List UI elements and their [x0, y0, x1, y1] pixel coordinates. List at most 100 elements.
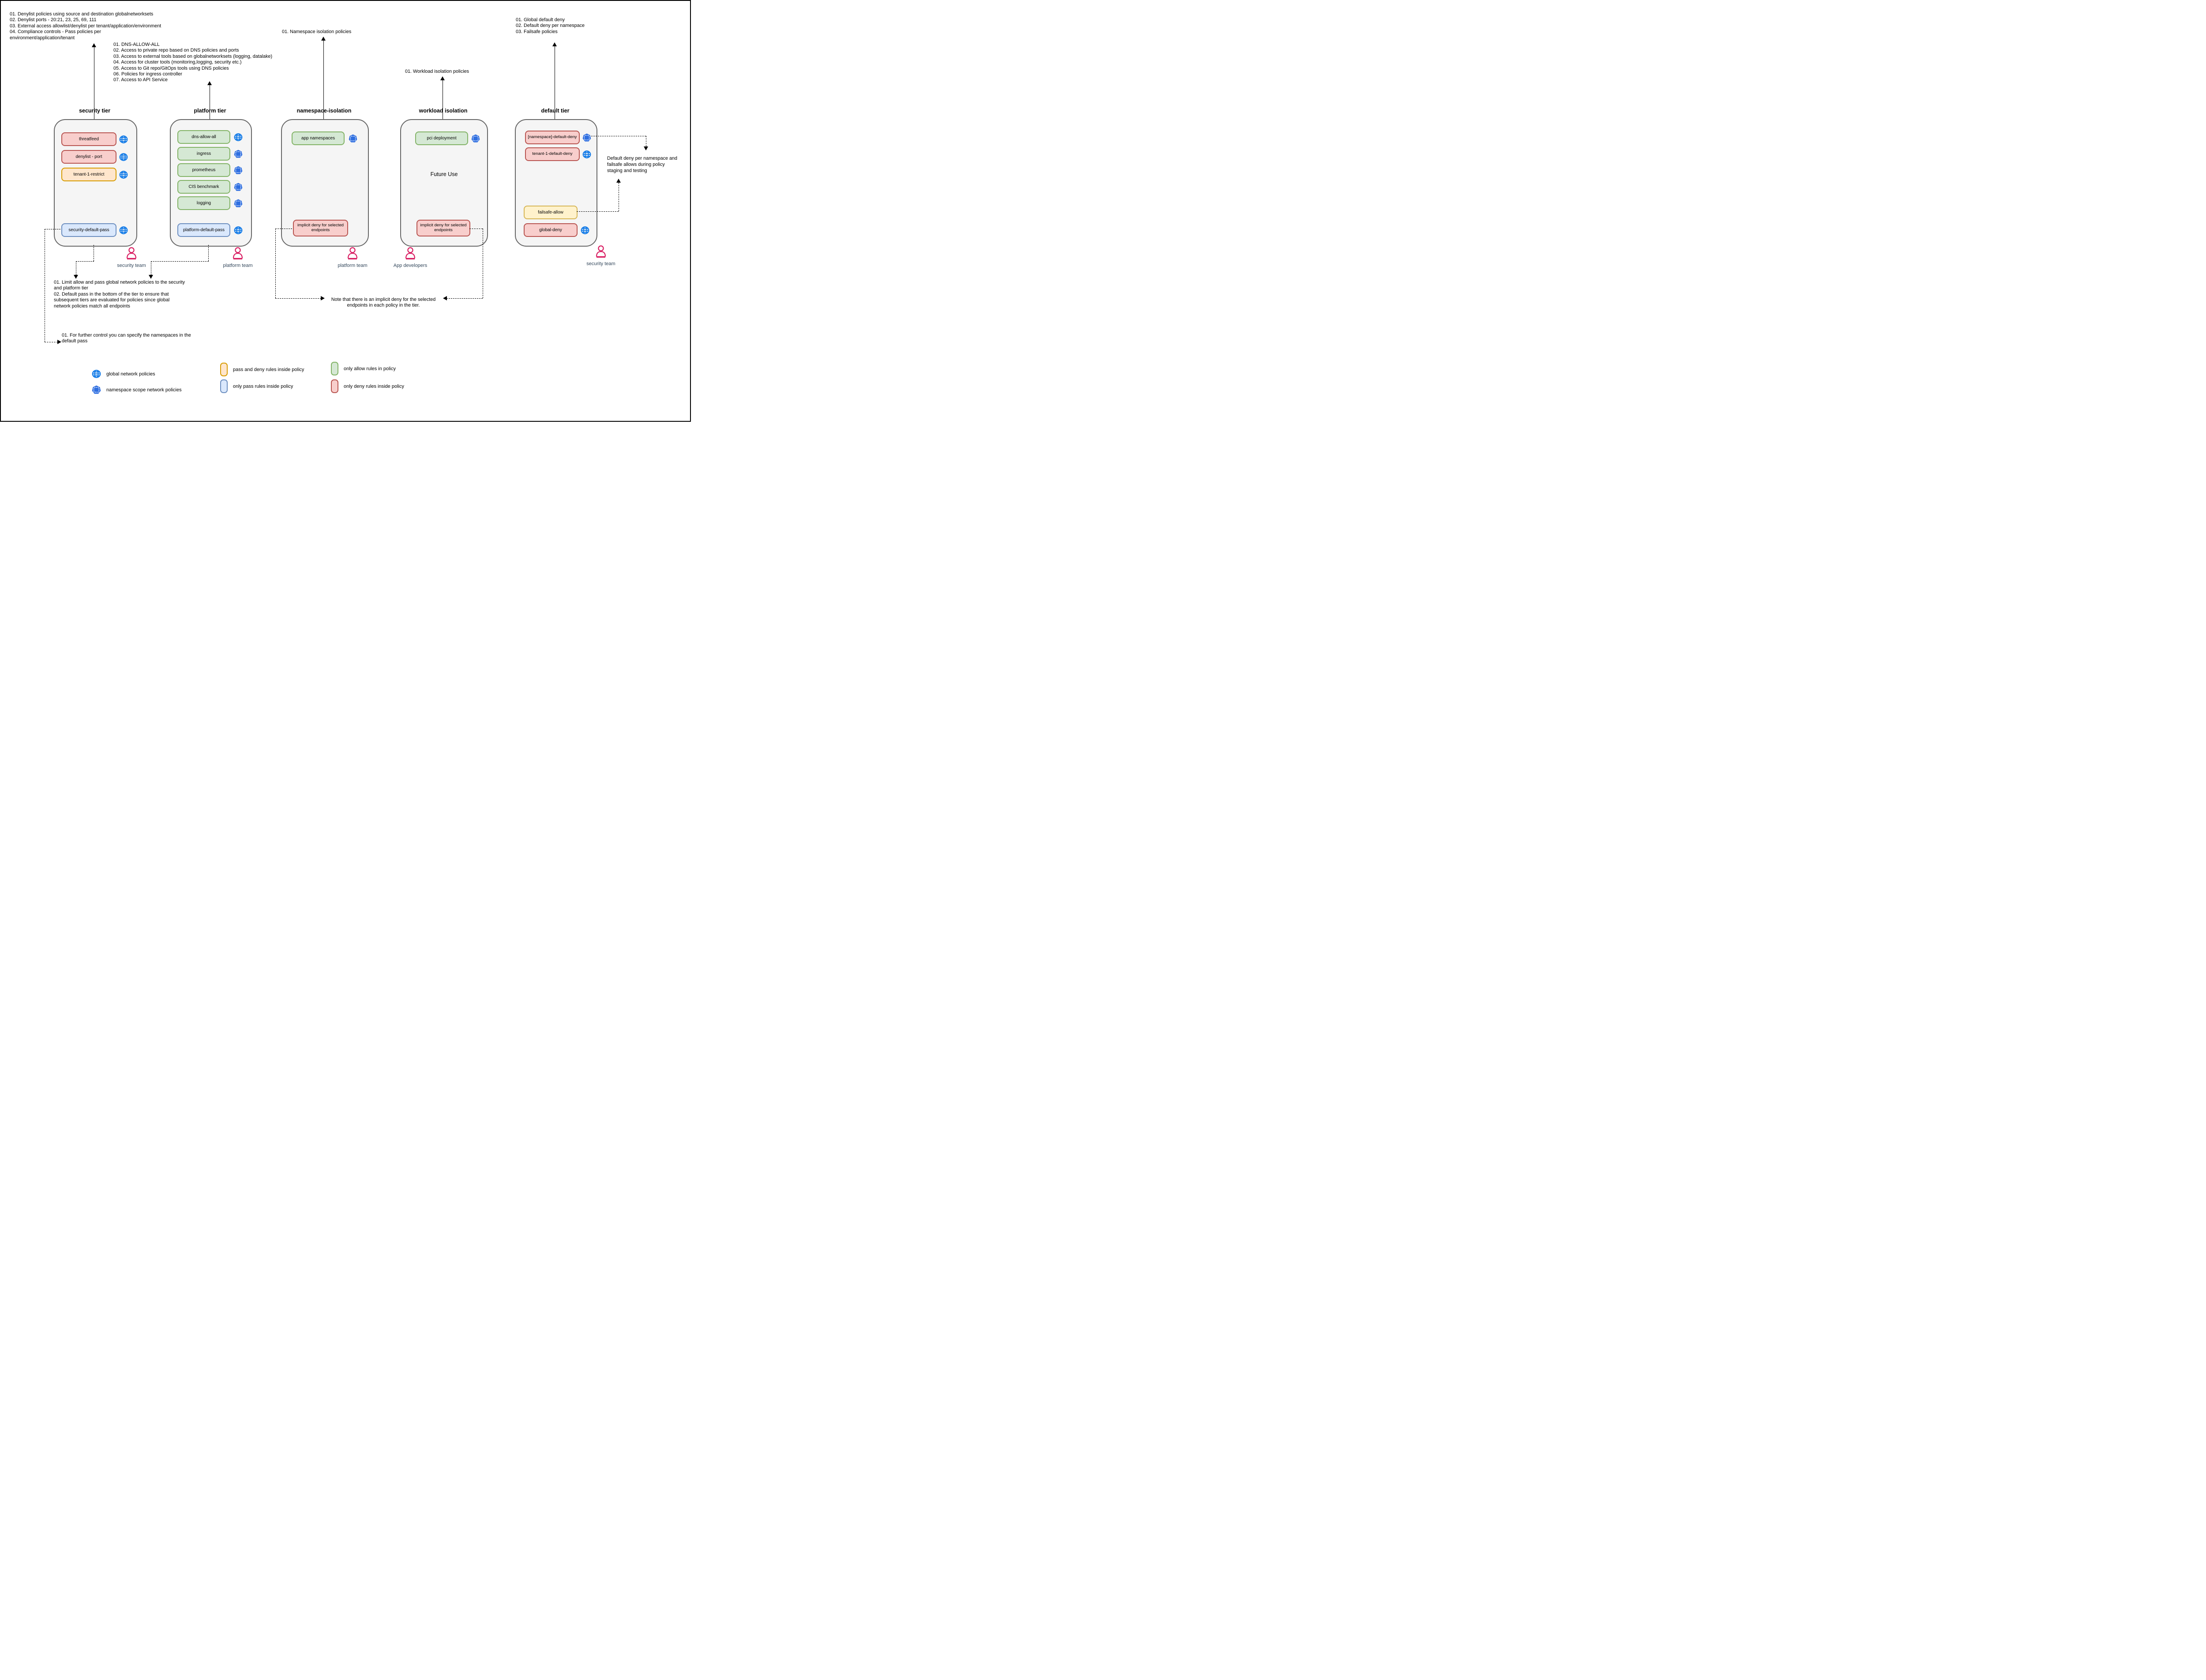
- global-policy-icon: [119, 171, 128, 179]
- namespace-policy-icon: [349, 134, 357, 143]
- policy-ingress: ingress: [177, 147, 230, 161]
- team-label: platform team: [223, 263, 253, 268]
- legend-only-pass: only pass rules inside policy: [220, 379, 293, 393]
- legend-only-deny: only deny rules inside policy: [331, 379, 404, 393]
- only-pass-swatch: [220, 379, 228, 393]
- policy-cis-benchmark: CIS benchmark: [177, 180, 230, 194]
- global-policy-icon: [119, 226, 128, 234]
- connector-security-limit: [76, 261, 94, 262]
- tier-title-default: default tier: [541, 108, 570, 114]
- connector-arrow: [443, 296, 447, 300]
- only-allow-swatch: [331, 362, 338, 375]
- pass-deny-swatch: [220, 363, 228, 376]
- diagram-canvas: 01. Denylist policies using source and d…: [0, 0, 691, 422]
- global-policy-icon: [119, 135, 128, 143]
- legend-only-allow: only allow rules in policy: [331, 362, 396, 375]
- policy-implicit-deny-workload: implicit deny for selected endpoints: [416, 220, 470, 236]
- only-deny-swatch: [331, 379, 338, 393]
- policy-security-default-pass: security-default-pass: [61, 223, 116, 237]
- legend-label: pass and deny rules inside policy: [233, 367, 304, 372]
- legend-label: namespace scope network policies: [106, 387, 182, 393]
- tier-default: [namespace]-default-deny tenant-1-defaul…: [515, 119, 597, 247]
- global-policy-icon: [234, 133, 243, 141]
- policy-platform-default-pass: platform-default-pass: [177, 223, 230, 237]
- tier-platform: dns-allow-all ingress prometheus CIS ben…: [170, 119, 252, 247]
- connector-arrow: [616, 179, 621, 183]
- team-security-2: security team: [583, 245, 619, 266]
- legend-label: only pass rules inside policy: [233, 383, 293, 389]
- legend-label: only deny rules inside policy: [344, 383, 404, 389]
- global-policy-icon: [92, 370, 101, 378]
- security-arrow-head: [92, 43, 96, 47]
- global-policy-icon: [581, 226, 589, 234]
- connector-ns-implicit: [275, 229, 276, 298]
- person-icon: [405, 247, 416, 260]
- policy-pci-deployment: pci deployment: [415, 131, 468, 145]
- policy-dns-allow-all: dns-allow-all: [177, 130, 230, 144]
- default-tier-annotation: 01. Global default deny 02. Default deny…: [516, 17, 585, 34]
- tier-title-security: security tier: [79, 108, 110, 114]
- policy-denylist-port: denylist - port: [61, 150, 116, 164]
- policy-tenant-1-restrict: tenant-1-restrict: [61, 168, 116, 181]
- security-tier-annotation: 01. Denylist policies using source and d…: [10, 11, 161, 41]
- person-icon: [126, 247, 137, 260]
- platform-arrow-head: [207, 81, 212, 85]
- global-policy-icon: [234, 226, 243, 234]
- further-control-note: 01. For further control you can specify …: [62, 333, 191, 344]
- namespace-policy-icon: [582, 133, 591, 142]
- namespace-policy-icon: [92, 385, 101, 394]
- tier-security: threatfeed denylist - port tenant-1-rest…: [54, 119, 137, 247]
- policy-implicit-deny-namespace: implicit deny for selected endpoints: [293, 220, 348, 236]
- legend-pass-deny: pass and deny rules inside policy: [220, 363, 304, 376]
- connector-platform-limit: [208, 245, 209, 261]
- connector-wl-implicit: [446, 298, 483, 299]
- person-icon: [347, 247, 358, 260]
- policy-namespace-default-deny: [namespace]-default-deny: [525, 131, 580, 144]
- legend-global-policies: global network policies: [92, 369, 155, 379]
- tier-title-workload-isolation: workload isolation: [419, 108, 468, 114]
- policy-prometheus: prometheus: [177, 163, 230, 177]
- namespace-tier-annotation: 01. Namespace isolation policies: [282, 29, 352, 34]
- namespace-policy-icon: [471, 134, 480, 143]
- policy-app-namespaces: app namespaces: [292, 131, 345, 145]
- tier-title-namespace-isolation: namespace-isolation: [296, 108, 352, 114]
- workload-arrow-head: [440, 76, 445, 80]
- tier-namespace-isolation: app namespaces implicit deny for selecte…: [281, 119, 369, 247]
- namespace-policy-icon: [234, 199, 243, 208]
- connector-arrow: [74, 275, 78, 279]
- team-platform-2: platform team: [335, 247, 370, 268]
- workload-tier-annotation: 01. Workload isolation policies: [405, 69, 469, 74]
- policy-tenant-1-default-deny: tenant-1-default-deny: [525, 147, 580, 161]
- tier-workload-isolation: pci deployment Future Use implicit deny …: [400, 119, 488, 247]
- team-label: platform team: [338, 263, 368, 268]
- person-icon: [233, 247, 243, 260]
- connector-platform-limit: [151, 261, 209, 262]
- global-policy-icon: [119, 153, 128, 161]
- namespace-policy-icon: [234, 166, 243, 175]
- tier-title-platform: platform tier: [194, 108, 226, 114]
- policy-failsafe-allow: failsafe-allow: [524, 206, 578, 219]
- platform-tier-annotation: 01. DNS-ALLOW-ALL 02. Access to private …: [113, 42, 273, 83]
- connector-failsafe: [577, 211, 619, 212]
- legend-namespace-policies: namespace scope network policies: [92, 385, 182, 394]
- namespace-arrow-head: [321, 37, 326, 41]
- team-label: security team: [586, 261, 615, 266]
- connector-arrow: [57, 340, 61, 344]
- legend-label: global network policies: [106, 371, 155, 377]
- policy-logging: logging: [177, 196, 230, 210]
- namespace-policy-icon: [234, 150, 243, 158]
- person-icon: [596, 245, 606, 258]
- policy-threatfeed: threatfeed: [61, 132, 116, 146]
- connector-arrow: [644, 146, 648, 150]
- implicit-deny-note: Note that there is an implicit deny for …: [331, 297, 436, 308]
- default-arrow-head: [552, 42, 557, 46]
- global-policy-icon: [582, 150, 591, 158]
- team-security-1: security team: [114, 247, 149, 268]
- future-use-label: Future Use: [430, 171, 458, 177]
- team-label: security team: [117, 263, 146, 268]
- legend-label: only allow rules in policy: [344, 366, 396, 371]
- team-platform-1: platform team: [220, 247, 255, 268]
- connector-arrow: [321, 296, 325, 300]
- team-label: App developers: [393, 263, 428, 268]
- policy-global-deny: global-deny: [524, 223, 578, 237]
